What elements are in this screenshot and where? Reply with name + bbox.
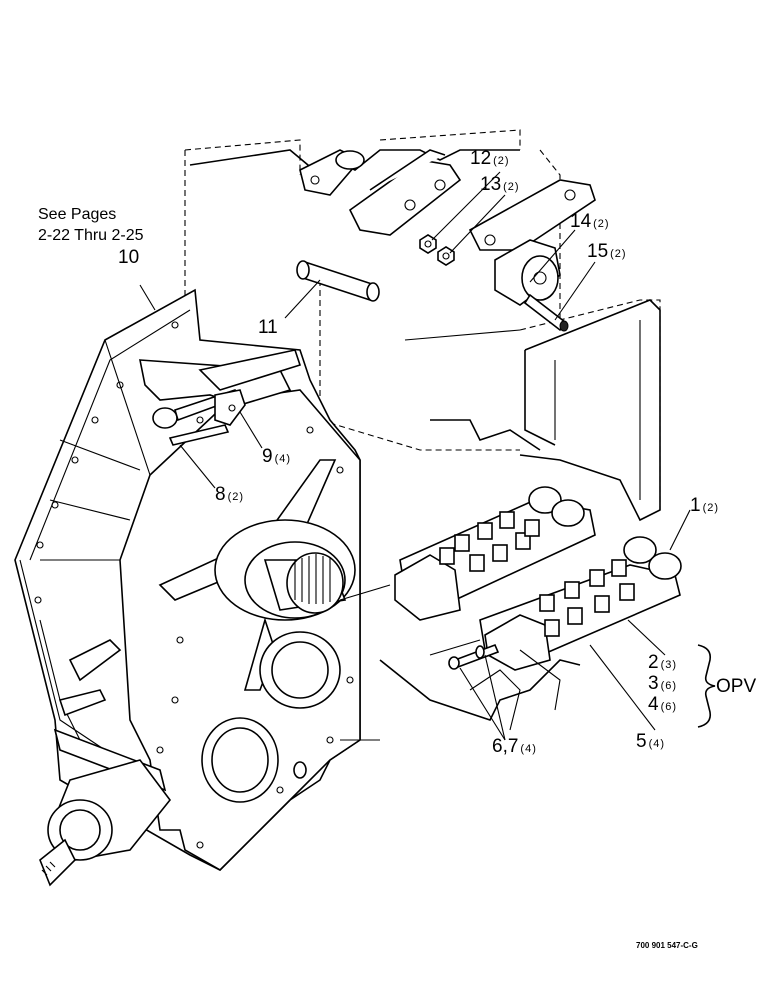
bolt-6-7	[448, 643, 500, 670]
callout-number: 5	[636, 731, 647, 752]
callout-number: 2	[648, 652, 659, 673]
callout-number: 8	[215, 484, 226, 505]
pin-11	[296, 260, 380, 302]
callout-15: 15(2)	[587, 241, 627, 263]
callout-1: 1(2)	[690, 495, 719, 517]
gearbox-hubs	[158, 459, 356, 803]
callout-number: 12	[470, 148, 492, 169]
callout-10: 10	[118, 247, 141, 269]
callout-quantity: (2)	[593, 218, 610, 230]
plate-bolt-14-15	[494, 239, 569, 332]
callout-number: 9	[262, 446, 273, 467]
callout-quantity: (2)	[503, 181, 520, 193]
callout-5: 5(4)	[636, 731, 665, 753]
frame-outline	[184, 129, 661, 522]
reference-note: See Pages 2-22 Thru 2-25	[38, 204, 144, 246]
callout-11: 11	[258, 317, 280, 339]
callout-14: 14(2)	[570, 211, 610, 233]
callout-quantity: (2)	[493, 155, 510, 167]
callout-quantity: (2)	[610, 248, 627, 260]
callout-number: 6,7	[492, 736, 519, 757]
callout-9: 9(4)	[262, 446, 291, 468]
callout-quantity: (4)	[648, 738, 666, 750]
nuts-12-13	[419, 234, 455, 266]
callout-number: 4	[648, 694, 659, 715]
callout-number: 14	[570, 211, 592, 232]
clutch-assemblies	[339, 486, 682, 671]
reference-note-line2: 2-22 Thru 2-25	[38, 227, 144, 244]
callout-number: 10	[118, 247, 140, 268]
callout-quantity: (6)	[660, 701, 678, 713]
group-label-opv: OPV	[716, 676, 757, 697]
callout-2: 2(3)	[648, 652, 677, 674]
pads-lower	[539, 559, 635, 637]
callout-3: 3(6)	[648, 673, 677, 695]
lower-frame	[340, 649, 581, 741]
callout-number: 1	[690, 495, 701, 516]
callout-4: 4(6)	[648, 694, 677, 716]
callout-12: 12(2)	[470, 148, 510, 170]
callout-quantity: (6)	[660, 680, 678, 692]
callout-quantity: (4)	[274, 453, 292, 465]
callout-quantity: (2)	[702, 502, 720, 514]
upper-brackets	[299, 149, 596, 251]
handle-8	[152, 388, 246, 446]
reference-note-line1: See Pages	[38, 206, 117, 223]
callout-number: 11	[258, 317, 278, 338]
callout-6-7: 6,7(4)	[492, 736, 537, 758]
leader-lines	[139, 171, 716, 741]
callout-quantity: (4)	[520, 743, 537, 755]
callout-number: 13	[480, 174, 502, 195]
input-shaft	[39, 759, 172, 887]
pads-upper	[439, 511, 540, 572]
callout-number: 3	[648, 673, 659, 694]
callout-8: 8(2)	[215, 484, 244, 506]
callout-quantity: (2)	[227, 491, 245, 503]
callout-number: 15	[587, 241, 609, 262]
document-number: 700 901 547-C-G	[636, 941, 698, 950]
callout-quantity: (3)	[660, 659, 678, 671]
callout-13: 13(2)	[480, 174, 520, 196]
